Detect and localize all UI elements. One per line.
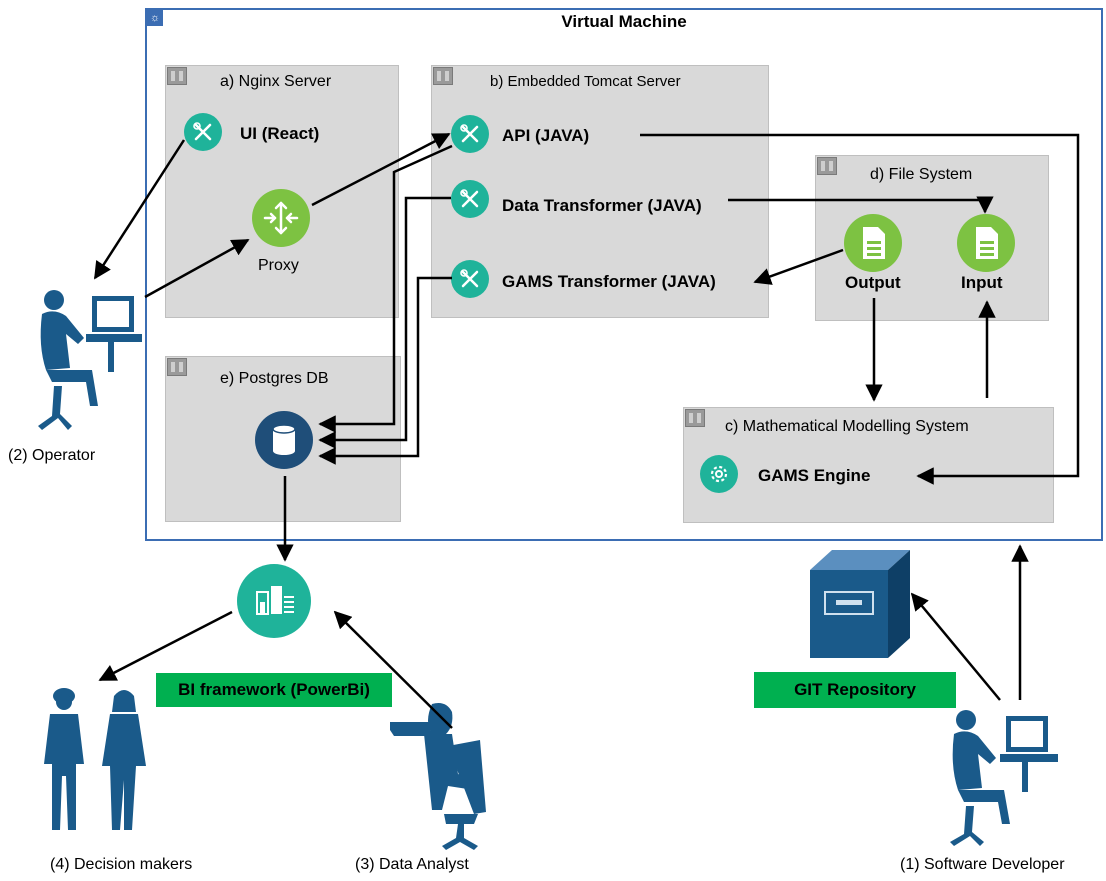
arrow-data-analyst-to-bi	[333, 610, 453, 729]
gams-engine-label: GAMS Engine	[758, 466, 871, 485]
gear-icon	[700, 455, 738, 493]
operator-person-icon	[32, 286, 152, 436]
server-icon	[817, 157, 837, 175]
postgres-db-title: e) Postgres DB	[220, 370, 329, 387]
vm-logo-icon: ☼	[147, 10, 163, 26]
arrow-data-transformer-to-input	[728, 196, 994, 214]
server-icon	[167, 67, 187, 85]
input-file-icon	[957, 214, 1015, 272]
git-repository-server-icon	[810, 550, 910, 660]
file-system-title: d) File System	[870, 166, 973, 183]
nginx-server-title: a) Nginx Server	[220, 73, 332, 90]
proxy-router-icon	[252, 189, 310, 247]
mathematical-modelling-system-box	[683, 407, 1054, 523]
software-developer-person-icon	[940, 706, 1066, 850]
database-icon	[255, 411, 313, 469]
decision-makers-caption: (4) Decision makers	[50, 856, 193, 873]
bi-chart-icon	[237, 564, 311, 638]
arrow-bi-to-decision-makers	[98, 610, 233, 682]
tomcat-server-title: b) Embedded Tomcat Server	[490, 73, 681, 90]
data-analyst-person-icon	[388, 700, 498, 850]
data-analyst-caption: (3) Data Analyst	[355, 856, 469, 873]
tools-icon	[184, 113, 222, 151]
api-java-label: API (JAVA)	[502, 126, 590, 145]
output-label: Output	[845, 273, 901, 292]
arrow-data-transformer-to-db	[318, 196, 451, 449]
software-developer-caption: (1) Software Developer	[900, 856, 1065, 873]
data-transformer-label: Data Transformer (JAVA)	[502, 196, 702, 215]
tools-icon	[451, 115, 489, 153]
arrow-gams-transformer-to-db	[318, 276, 452, 465]
server-icon	[167, 358, 187, 376]
proxy-label: Proxy	[258, 257, 299, 274]
tools-icon	[451, 180, 489, 218]
server-icon	[433, 67, 453, 85]
arrow-api-to-db	[318, 144, 453, 433]
decision-makers-people-icon	[32, 684, 158, 834]
vm-title: Virtual Machine	[561, 12, 687, 31]
server-icon	[685, 409, 705, 427]
arrow-operator-to-proxy	[144, 238, 250, 299]
input-label: Input	[961, 273, 1003, 292]
output-file-icon	[844, 214, 902, 272]
arrow-proxy-to-api	[311, 132, 451, 207]
mms-title: c) Mathematical Modelling System	[725, 418, 969, 435]
gams-transformer-label: GAMS Transformer (JAVA)	[502, 272, 716, 291]
virtual-machine-frame	[145, 8, 1103, 541]
operator-caption: (2) Operator	[8, 447, 96, 464]
arrow-api-to-gams-engine	[640, 133, 1080, 485]
bi-framework-label: BI framework (PowerBi)	[156, 673, 392, 707]
arrow-output-to-gams-transformer	[753, 248, 844, 285]
tools-icon	[451, 260, 489, 298]
arrow-ui-to-operator	[93, 139, 186, 280]
arrow-developer-to-git	[910, 592, 1001, 701]
ui-react-label: UI (React)	[240, 124, 320, 143]
git-repository-label: GIT Repository	[754, 672, 956, 708]
